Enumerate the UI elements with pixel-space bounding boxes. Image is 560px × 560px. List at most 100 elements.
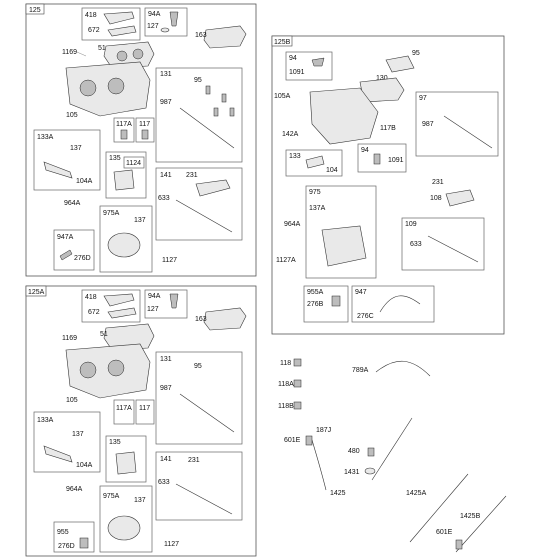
- loose-parts: 118 118A 118B 789A 187J 601E 480 1431 14…: [278, 358, 507, 553]
- label-1425b: 1425B: [460, 513, 481, 520]
- inset-141: [155, 451, 243, 521]
- label-51: 51: [98, 45, 106, 52]
- label-137: 137: [70, 145, 82, 152]
- label-118: 118: [280, 360, 291, 367]
- inset-117: [135, 399, 155, 425]
- inset-1124: [123, 156, 145, 169]
- screw-icon-4: [229, 107, 235, 117]
- label-95: 95: [194, 77, 202, 84]
- inset-133a: [33, 411, 101, 473]
- label-135: 135: [109, 439, 121, 446]
- label-108: 108: [430, 195, 442, 202]
- lever-141-icon: [195, 179, 231, 197]
- screw-icon: [205, 85, 211, 95]
- label-231: 231: [186, 172, 198, 179]
- inset-947a: [53, 229, 95, 271]
- label-947a: 947A: [57, 234, 74, 241]
- panel-125a-frame: [25, 285, 257, 557]
- label-955: 955: [57, 529, 69, 536]
- screw-icon-2: [221, 93, 227, 103]
- screw-94a-icon: [169, 293, 179, 309]
- label-104a: 104A: [76, 178, 93, 185]
- inset-117a: [113, 399, 135, 425]
- washer-127-icon: [160, 27, 170, 33]
- float-bowl-975a-icon: [107, 515, 141, 541]
- label-633: 633: [158, 195, 170, 202]
- adapter-51-icon: [103, 41, 155, 69]
- shaft-109-icon: [427, 235, 479, 263]
- screw-94-icon: [311, 57, 325, 67]
- panel-125b-tag: 125B: [274, 39, 291, 46]
- shaft-131-icon: [179, 107, 235, 149]
- solenoid-947a-icon: [59, 249, 73, 261]
- panel-125a-tag-box: [25, 285, 47, 297]
- label-127: 127: [147, 306, 159, 313]
- wire-947-icon: [379, 295, 421, 313]
- inset-133a: [33, 129, 101, 191]
- panel-125-tag-box: [25, 3, 45, 15]
- label-418: 418: [85, 12, 97, 19]
- label-1127a: 1127A: [276, 257, 296, 264]
- label-133a: 133A: [37, 134, 54, 141]
- label-947: 947: [355, 289, 367, 296]
- throat-icon-2: [107, 359, 125, 377]
- label-1431: 1431: [344, 469, 360, 476]
- label-105: 105: [66, 397, 78, 404]
- label-163: 163: [195, 32, 207, 39]
- label-1127: 1127: [162, 257, 177, 264]
- gasket-95-icon: [385, 55, 415, 73]
- label-95: 95: [412, 50, 420, 57]
- shaft-141-icon: [175, 483, 233, 515]
- label-1169: 1169: [62, 335, 77, 342]
- inset-955a: [303, 285, 349, 323]
- clamp-601e-2-icon: [455, 539, 463, 550]
- throat-icon: [79, 361, 97, 379]
- panel-125: 125 418 672 94A 127 163 51 1169 105 131 …: [25, 3, 257, 277]
- solenoid-135-icon: [113, 169, 135, 191]
- inset-131: [155, 67, 243, 163]
- label-95: 95: [194, 363, 202, 370]
- inset-94-b: [357, 143, 407, 173]
- label-231: 231: [188, 457, 200, 464]
- label-1091-b: 1091: [388, 157, 404, 164]
- label-105a: 105A: [274, 93, 291, 100]
- label-117b: 117B: [380, 125, 396, 132]
- panel-125a-tag: 125A: [28, 289, 45, 296]
- fitting-118-icon: [293, 358, 302, 367]
- label-975: 975: [309, 189, 321, 196]
- inset-141: [155, 167, 243, 241]
- fitting-118b-icon: [293, 401, 302, 410]
- gasket-418-icon: [103, 293, 135, 307]
- gasket-163-icon: [203, 307, 247, 331]
- leader-1169: [76, 51, 87, 57]
- lever-133a-icon: [43, 445, 73, 463]
- label-141: 141: [160, 172, 172, 179]
- label-964a: 964A: [284, 221, 301, 228]
- bolt-480-icon: [367, 447, 375, 457]
- label-133a: 133A: [37, 417, 54, 424]
- label-601e-2: 601E: [436, 529, 453, 536]
- label-672: 672: [88, 309, 100, 316]
- label-135: 135: [109, 155, 121, 162]
- tube-1425b-icon: [455, 495, 507, 553]
- solenoid-955a-icon: [331, 295, 341, 307]
- label-1425a: 1425A: [406, 490, 427, 497]
- adapter-51-icon: [103, 323, 155, 351]
- label-187j: 187J: [316, 427, 331, 434]
- shaft-131-icon: [179, 393, 235, 433]
- screw-icon-3: [213, 107, 219, 117]
- label-104a: 104A: [76, 462, 93, 469]
- lever-133-icon: [305, 155, 325, 169]
- screw-94a-icon: [169, 11, 179, 27]
- screw-94b-icon: [373, 153, 381, 165]
- carburetor-body-125b-icon: [309, 87, 379, 145]
- solenoid-135-icon: [115, 451, 137, 475]
- float-bowl-975a-icon: [107, 232, 141, 258]
- label-1091: 1091: [289, 69, 305, 76]
- label-109: 109: [405, 221, 417, 228]
- label-94a: 94A: [148, 293, 161, 300]
- throat-icon-2: [107, 77, 125, 95]
- label-51: 51: [100, 331, 108, 338]
- gasket-672-icon: [107, 307, 137, 319]
